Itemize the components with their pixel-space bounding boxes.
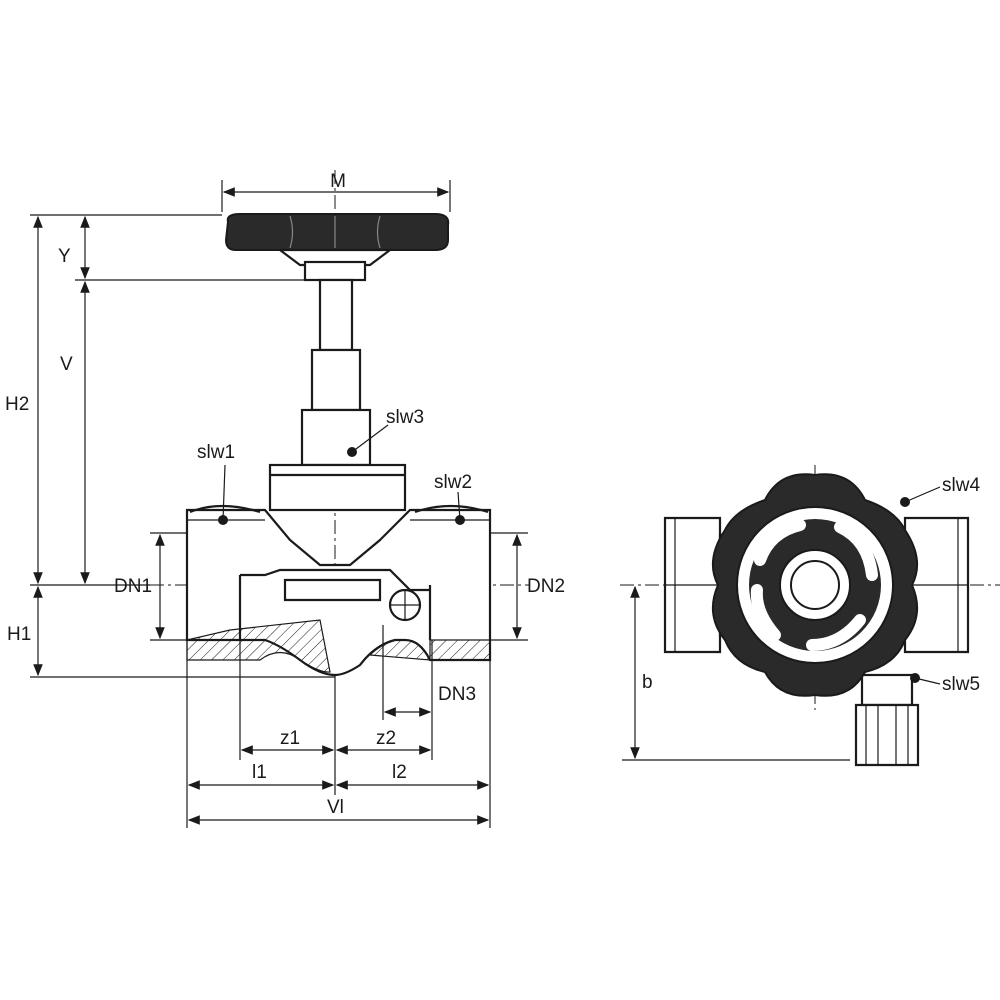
stem-gland xyxy=(310,348,362,412)
dim-b: b xyxy=(642,672,653,693)
side-view-valve xyxy=(150,170,530,700)
dim-DN1: DN1 xyxy=(114,576,152,597)
bonnet-nut xyxy=(300,408,372,467)
dim-z1: z1 xyxy=(280,728,300,749)
left-dimensions: M H2 Y V H1 DN1 DN2 DN3 z1 z2 xyxy=(5,171,565,828)
dim-l2: l2 xyxy=(392,762,407,783)
dim-l1: l1 xyxy=(252,762,267,783)
handwheel-nut xyxy=(303,260,367,282)
dim-Y: Y xyxy=(58,246,71,267)
dim-DN3: DN3 xyxy=(438,684,476,705)
stem xyxy=(318,278,354,352)
dim-z2: z2 xyxy=(376,728,396,749)
dim-Vl: Vl xyxy=(327,797,344,818)
callout-slw3: slw3 xyxy=(386,407,424,428)
callout-slw1: slw1 xyxy=(197,442,235,463)
drain-fitting xyxy=(860,673,914,707)
callout-slw4: slw4 xyxy=(942,475,980,496)
callout-slw5: slw5 xyxy=(942,674,980,695)
handwheel xyxy=(224,213,450,251)
dim-DN2: DN2 xyxy=(527,576,565,597)
bonnet xyxy=(268,463,407,512)
top-view-valve xyxy=(620,465,1000,767)
dim-H1: H1 xyxy=(7,624,31,645)
right-dimensions: slw4 slw5 b xyxy=(622,475,980,761)
callout-slw2: slw2 xyxy=(434,472,472,493)
dim-M: M xyxy=(330,171,346,192)
dim-H2: H2 xyxy=(5,394,29,415)
dim-V: V xyxy=(60,354,73,375)
